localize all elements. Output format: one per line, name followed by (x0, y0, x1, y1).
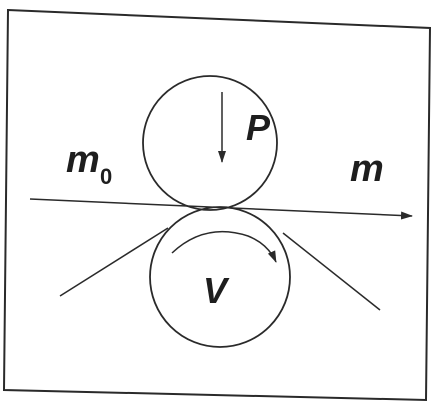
inlet-mass-label: m (66, 139, 100, 181)
diagram-frame (2, 8, 432, 402)
right-tangent-line (282, 232, 381, 311)
pressure-label: P (246, 107, 271, 148)
inlet-mass-subscript: 0 (100, 164, 112, 189)
upper-roller (142, 75, 278, 211)
velocity-label: V (203, 270, 230, 311)
rotation-arrow (171, 230, 277, 263)
feed-arrow (29, 198, 413, 220)
outlet-mass-label: m (350, 148, 384, 190)
left-tangent-line (59, 227, 169, 297)
